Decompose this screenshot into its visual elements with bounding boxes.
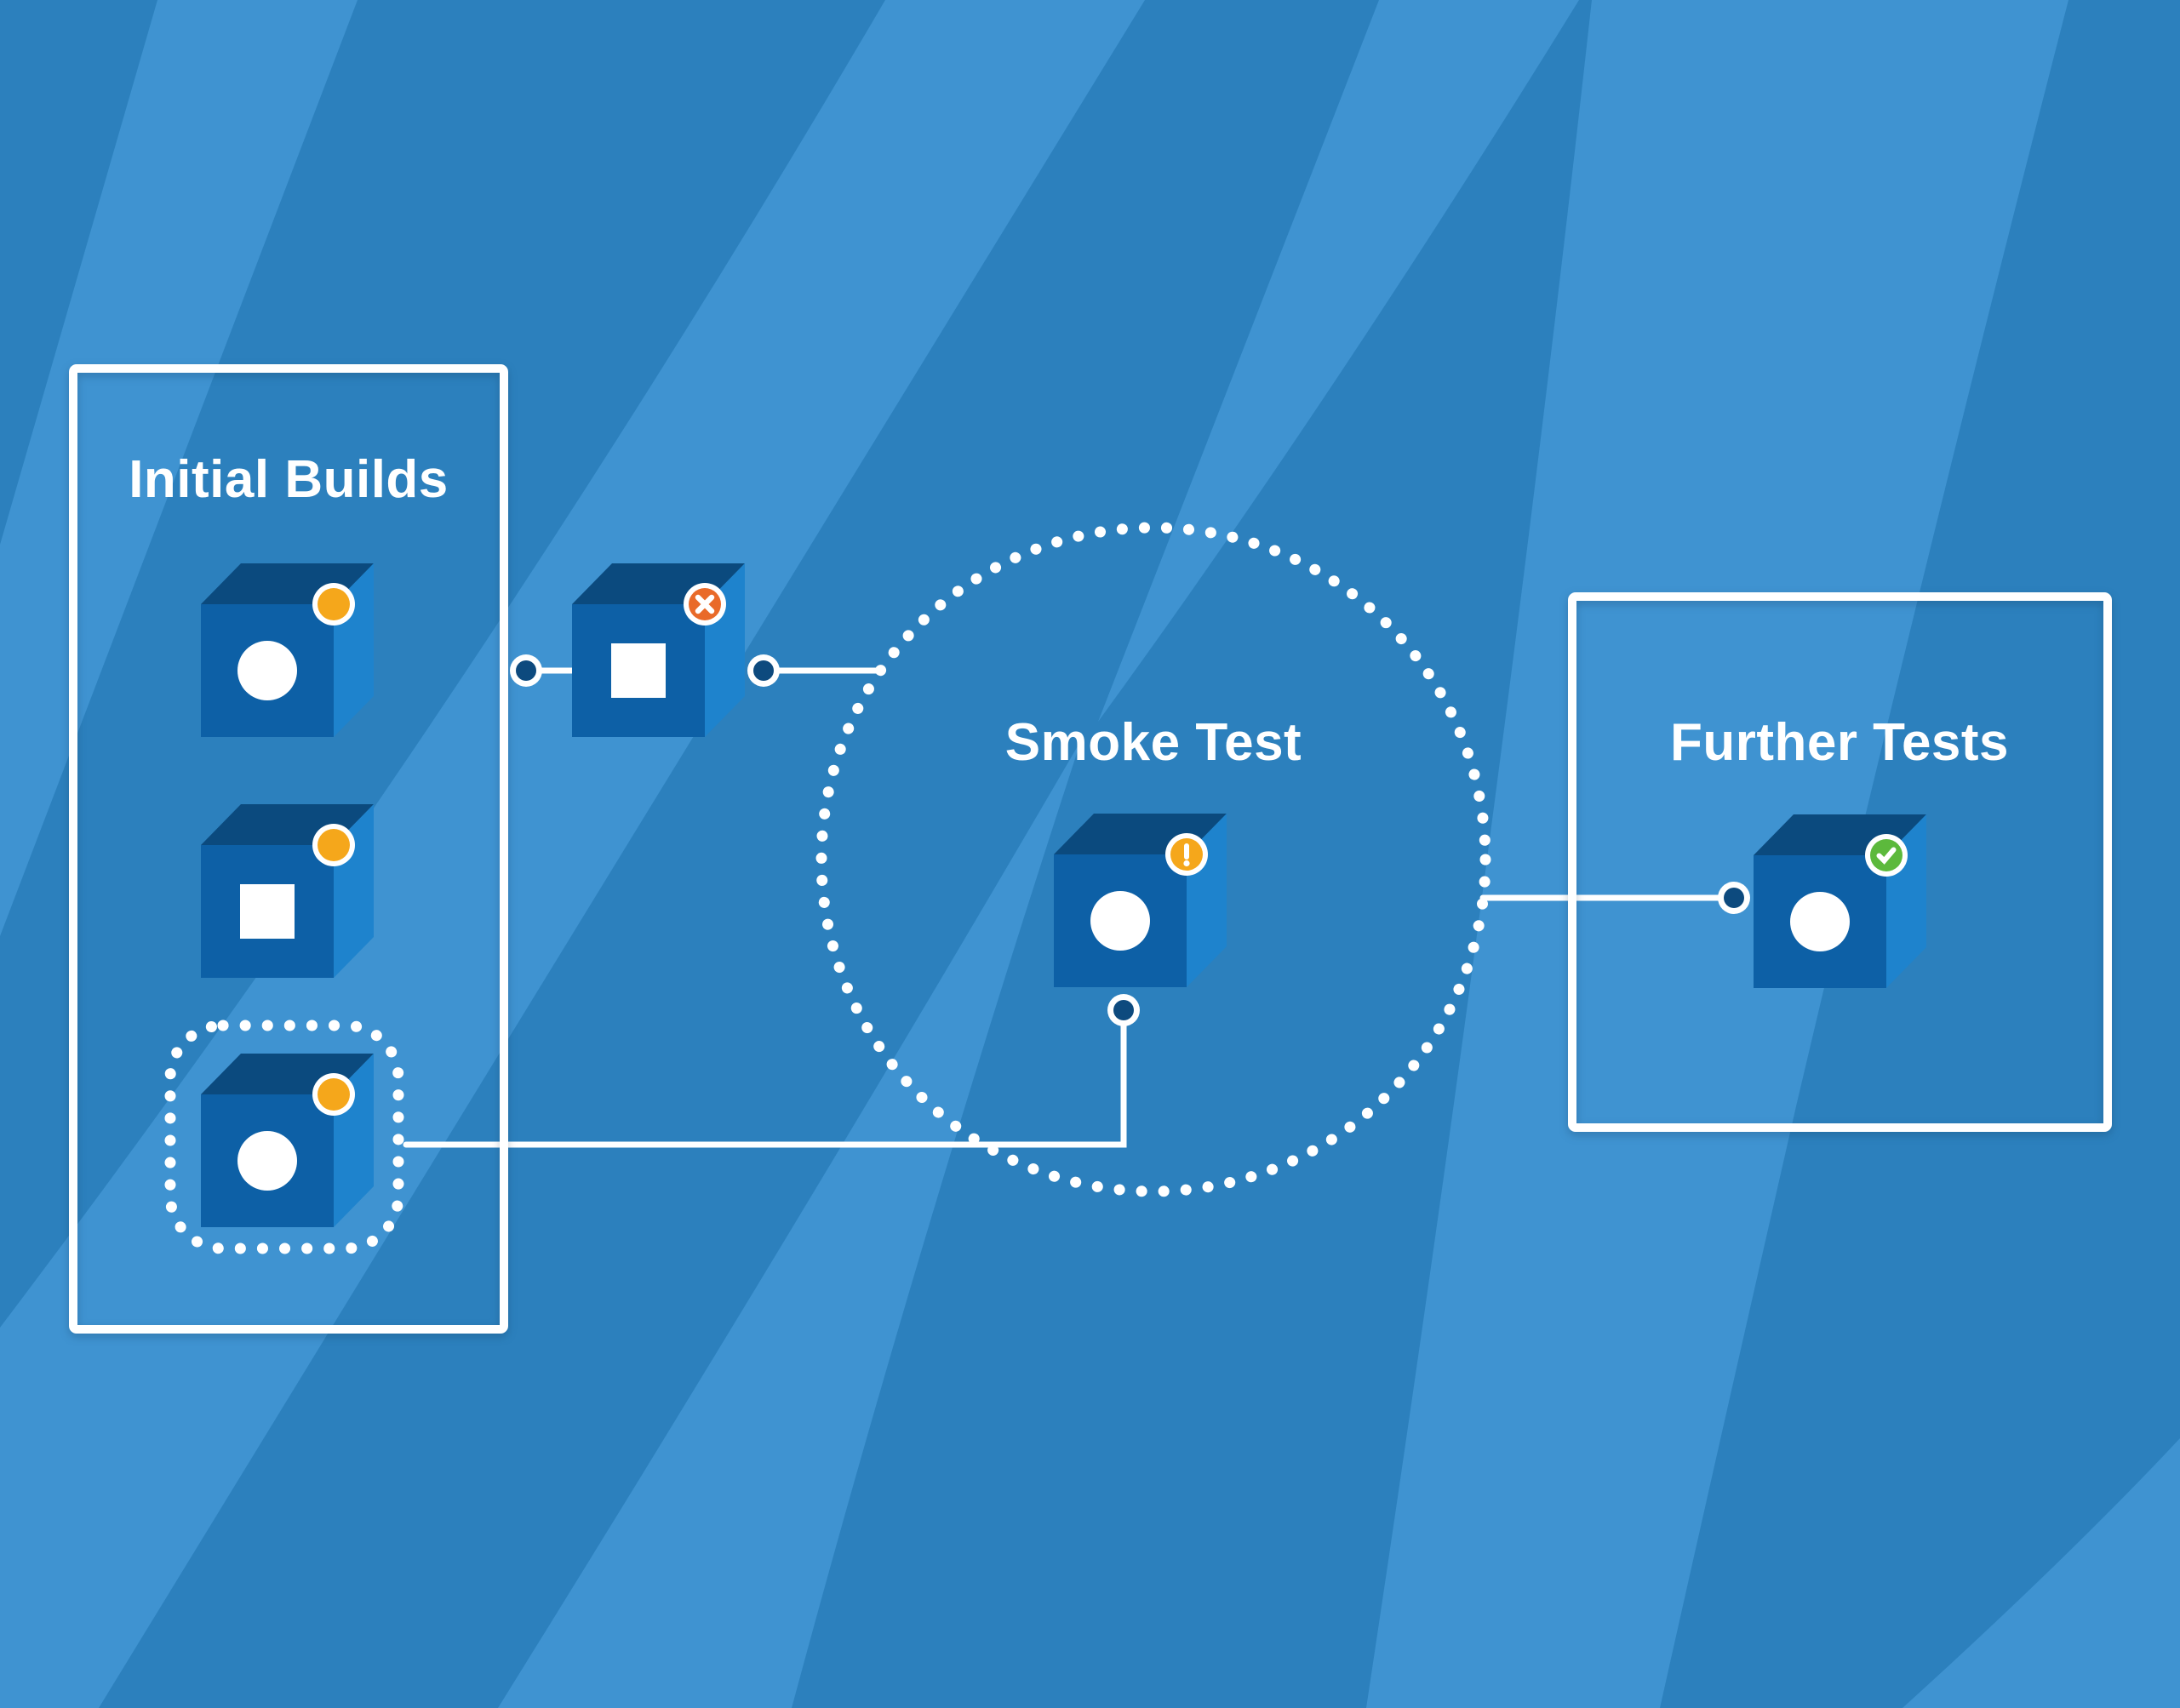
circle-glyph bbox=[1790, 892, 1850, 951]
circle-glyph bbox=[237, 641, 297, 700]
further-tests-cube bbox=[1754, 814, 1926, 988]
connector-node bbox=[1718, 882, 1750, 914]
build-cube-2 bbox=[201, 804, 374, 978]
selected-build-dotted-outline bbox=[164, 1020, 404, 1254]
connector-wires bbox=[403, 667, 1737, 1148]
pending-badge-icon bbox=[312, 583, 355, 626]
initial-builds-box bbox=[69, 364, 508, 1334]
build-cube-3-selected bbox=[201, 1054, 374, 1227]
connector-nodes bbox=[510, 654, 1750, 1026]
initial-builds-title: Initial Builds bbox=[129, 450, 449, 509]
square-glyph bbox=[240, 884, 295, 939]
smoke-test-dotted-circle bbox=[815, 522, 1491, 1197]
swoosh-shape bbox=[1902, 1438, 2180, 1708]
connector-node bbox=[1107, 994, 1140, 1026]
warning-badge-icon bbox=[1165, 833, 1208, 876]
build-cube-1 bbox=[201, 563, 374, 737]
smoke-test-cube bbox=[1054, 814, 1227, 987]
swoosh-shape bbox=[0, 0, 1145, 1708]
connector-line-build3-to-smoke bbox=[403, 1007, 1127, 1148]
swoosh-shape bbox=[1098, 0, 1579, 722]
circle-glyph bbox=[1090, 891, 1150, 951]
smoke-test-title: Smoke Test bbox=[1005, 713, 1302, 772]
connector-node bbox=[510, 654, 542, 687]
pending-badge-icon bbox=[312, 1073, 355, 1116]
pending-badge-icon bbox=[312, 824, 355, 866]
further-tests-box bbox=[1568, 592, 2112, 1132]
further-tests-title: Further Tests bbox=[1670, 713, 2009, 772]
square-glyph bbox=[611, 643, 666, 698]
connector-node bbox=[747, 654, 780, 687]
passed-badge-icon bbox=[1865, 834, 1908, 877]
failed-build-cube bbox=[572, 563, 745, 737]
swoosh-shape bbox=[0, 0, 358, 936]
swoosh-shape bbox=[1366, 0, 2068, 1708]
circle-glyph bbox=[237, 1131, 297, 1191]
failed-badge-icon bbox=[684, 583, 726, 626]
swoosh-shape bbox=[498, 740, 1081, 1708]
